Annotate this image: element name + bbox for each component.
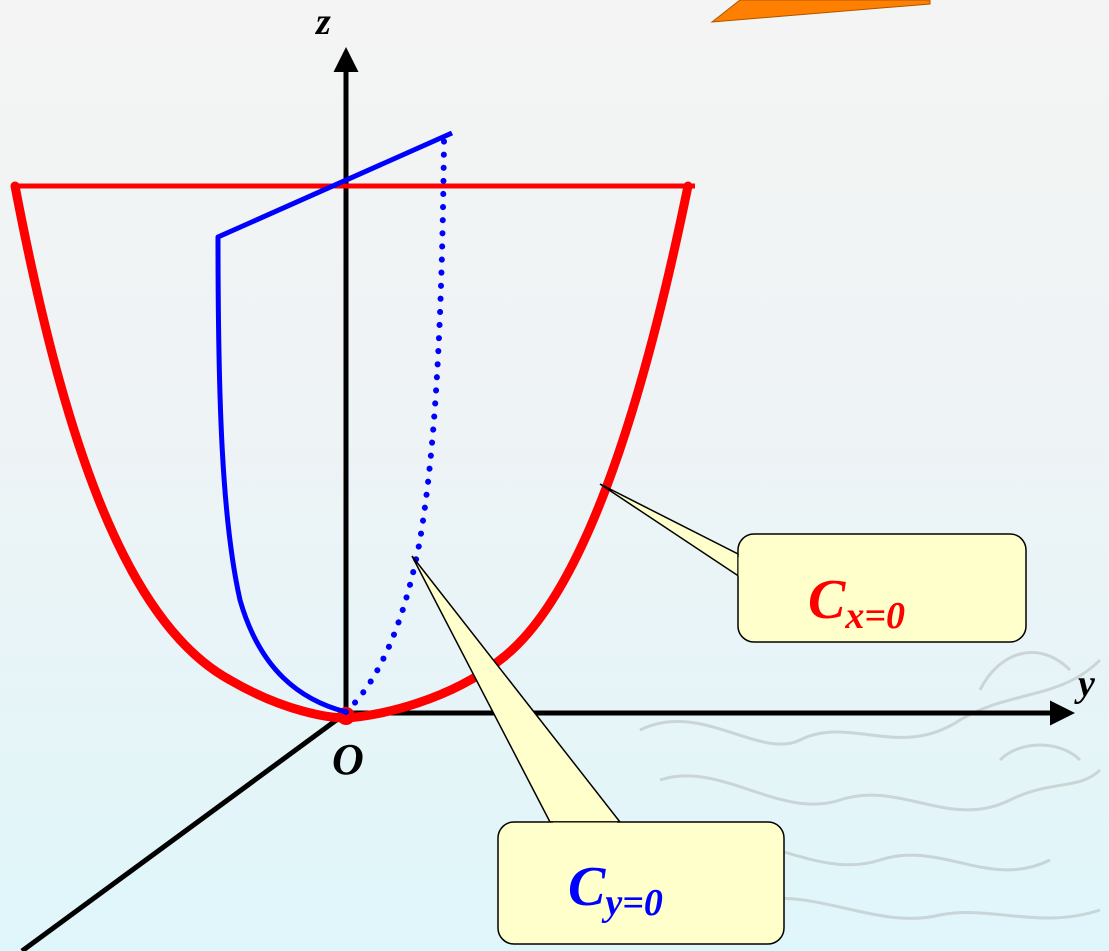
blue-curve-solid (215, 130, 454, 715)
svg-text:Cx=0: Cx=0 (808, 569, 905, 637)
callout-cy-main: C (568, 856, 606, 918)
x-axis (20, 710, 348, 951)
blue-curve-dotted (343, 137, 447, 715)
callout-cx: Cx=0 (599, 483, 1027, 643)
svg-text:Cy=0: Cy=0 (568, 856, 663, 924)
origin-label: O (332, 735, 364, 784)
y-axis-label: y (1074, 663, 1095, 705)
callout-cx-box (737, 533, 1027, 643)
callout-cy: Cy=0 (411, 555, 785, 945)
callout-cx-pointer (599, 483, 741, 579)
red-parabola-curve (10, 181, 693, 723)
callout-cy-box (497, 821, 785, 945)
z-axis-label: z (314, 1, 331, 43)
callout-cx-sub: x=0 (844, 595, 905, 637)
callout-cx-main: C (808, 569, 846, 631)
callout-cy-sub: y=0 (601, 882, 663, 924)
orange-arrow-shape (710, 0, 931, 23)
